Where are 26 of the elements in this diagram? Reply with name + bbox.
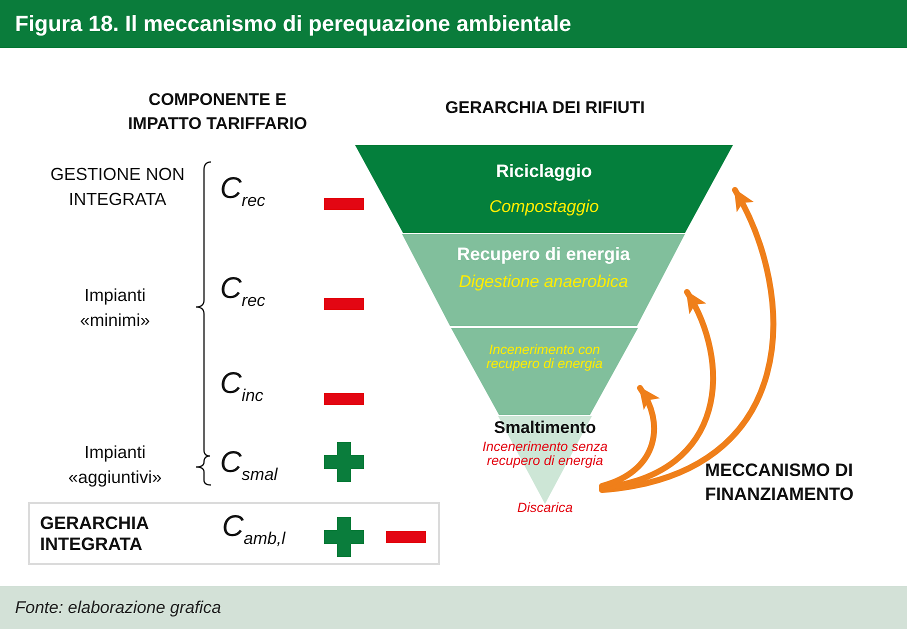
group-label: Impianti «aggiuntivi» (67, 441, 163, 489)
level-subtitle: Incenerimento senza recupero di energia (481, 440, 609, 467)
financing-arrow (599, 289, 716, 491)
level-subtitle: Digestione anaerobica (458, 272, 630, 292)
financing-arrow (599, 385, 660, 489)
integrated-hierarchy-panel (28, 502, 440, 565)
level-subtitle: Discarica (516, 500, 574, 516)
mechanism-label: MECCANISMO DI FINANZIAMENTO (705, 459, 855, 506)
column-heading: COMPONENTE E IMPATTO TARIFFARIO (126, 89, 308, 135)
level-subtitle: Compostaggio (488, 197, 600, 218)
column-heading: GERARCHIA DEI RIFIUTI (444, 97, 646, 119)
level-title: Recupero di energia (456, 244, 632, 266)
group-label: Impianti «minimi» (78, 284, 152, 332)
level-subtitle: Incenerimento con recupero di energia (485, 343, 604, 370)
group-label: GESTIONE NON INTEGRATA (49, 163, 186, 211)
formula-term: C$_{rec}$ (220, 272, 266, 311)
formula-term: C$_{smal}$ (220, 446, 278, 485)
level-title: Smaltimento (492, 418, 598, 438)
financing-arrow (599, 187, 776, 493)
level-title: Riciclaggio (494, 161, 594, 183)
formula-term: C$_{amb,l}$ (222, 510, 286, 549)
source-note: Fonte: elaborazione grafica (0, 586, 907, 629)
formula-term: C$_{inc}$ (220, 367, 264, 406)
figure-title: Figura 18. Il meccanismo di perequazione ambientale (0, 0, 907, 48)
panel-heading: GERARCHIA INTEGRATA (40, 513, 150, 555)
formula-term: C$_{rec}$ (220, 172, 266, 211)
